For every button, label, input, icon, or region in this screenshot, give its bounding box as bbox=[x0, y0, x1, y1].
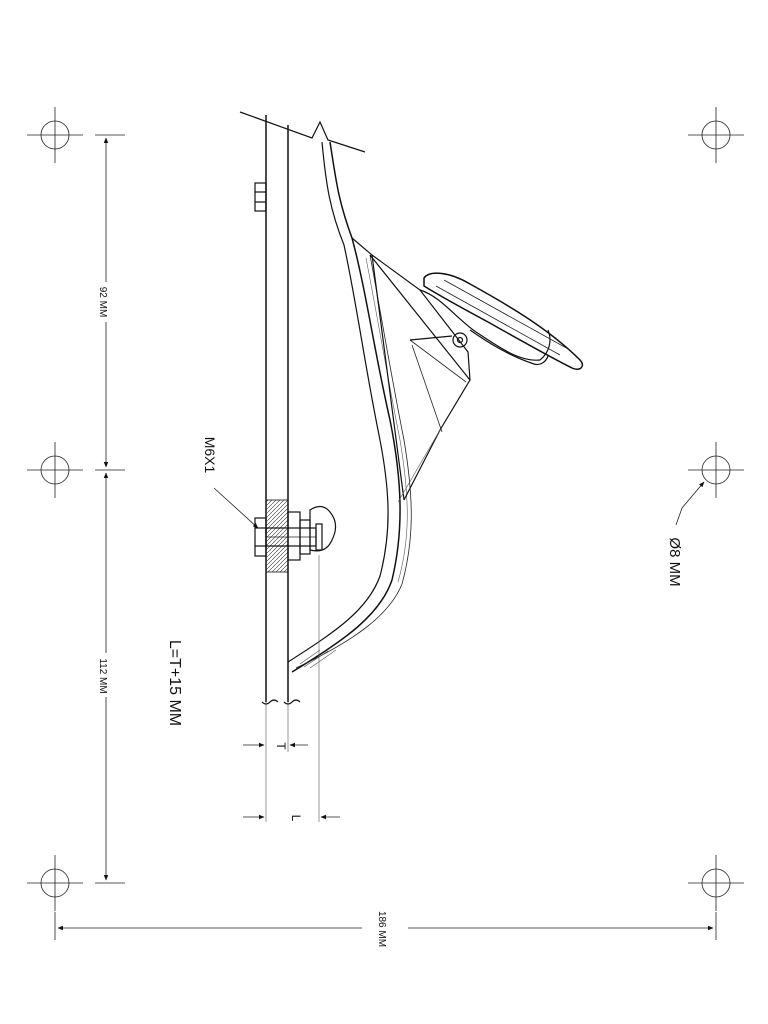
hole-diameter-label: Ø8 MM bbox=[666, 537, 683, 586]
thickness-label: T bbox=[274, 742, 288, 750]
bolt-thread-label: M6X1 bbox=[202, 437, 218, 474]
bolt-assembly bbox=[254, 499, 337, 573]
hole-mark-right-middle bbox=[688, 442, 744, 498]
hole-mark-right-top bbox=[688, 107, 744, 163]
pedal-body bbox=[287, 141, 471, 673]
hole-mark-left-middle bbox=[27, 442, 83, 498]
dimension-horizontal: 186 MM bbox=[54, 911, 717, 947]
length-label: L bbox=[289, 815, 303, 822]
dim-186-label: 186 MM bbox=[376, 911, 387, 947]
dimension-vertical: 92 MM 112 MM bbox=[95, 134, 125, 884]
annotations: M6X1 L=T+15 MM Ø8 MM bbox=[166, 437, 705, 726]
dim-92-label: 92 MM bbox=[97, 287, 108, 318]
thickness-length-dimensions: T L bbox=[243, 555, 340, 822]
foot-plate bbox=[409, 272, 584, 371]
hole-mark-right-bottom bbox=[688, 855, 744, 911]
hole-marks bbox=[27, 107, 744, 911]
frame-rails bbox=[239, 111, 366, 705]
dim-112-label: 112 MM bbox=[97, 658, 108, 693]
length-formula: L=T+15 MM bbox=[166, 640, 183, 726]
hole-mark-left-top bbox=[27, 107, 83, 163]
hole-mark-left-bottom bbox=[27, 855, 83, 911]
